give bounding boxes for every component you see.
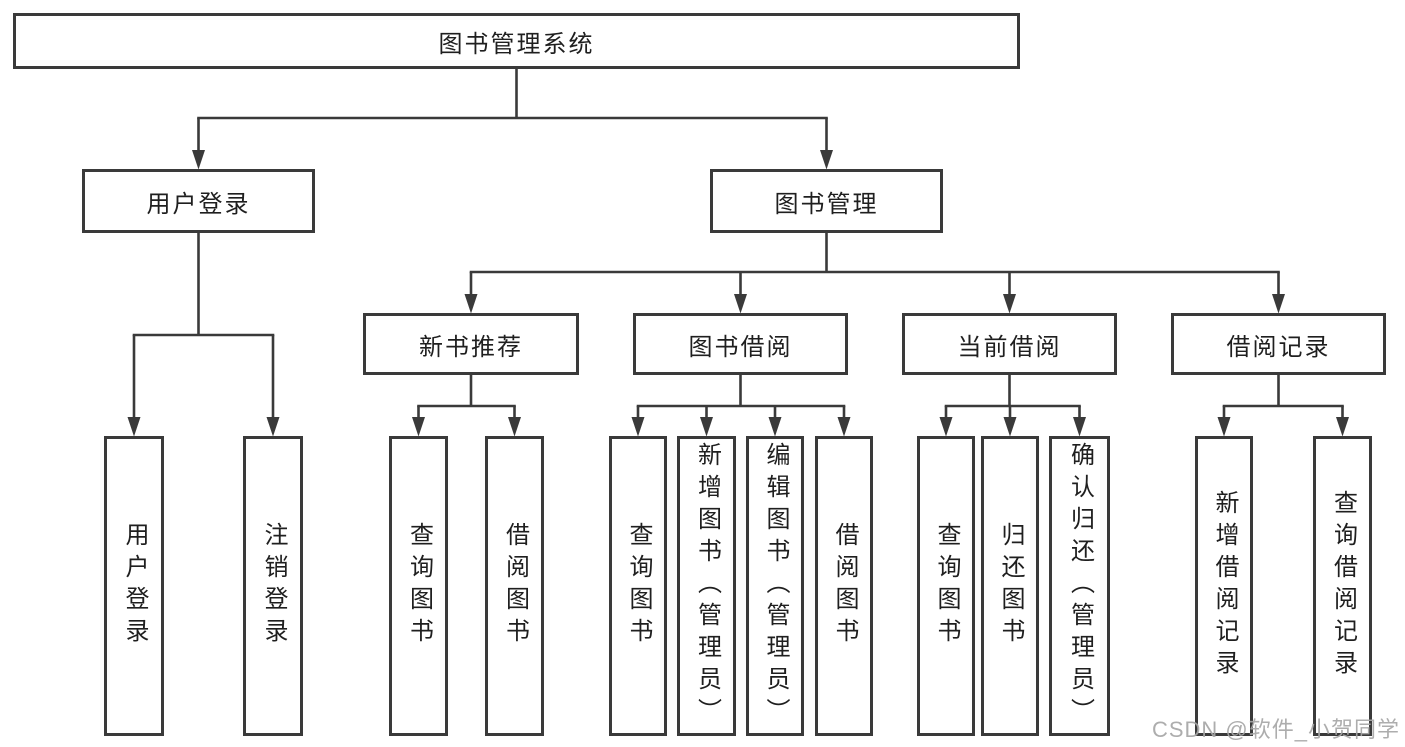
leaf-recommend-borrow-books: 借阅图书 bbox=[485, 436, 544, 736]
leaf-label: 新增图书（管理员） bbox=[693, 442, 721, 730]
node-current-borrow: 当前借阅 bbox=[902, 313, 1117, 375]
node-user-login: 用户登录 bbox=[82, 169, 315, 233]
leaf-query-borrow-record: 查询借阅记录 bbox=[1313, 436, 1372, 736]
leaf-confirm-return-admin: 确认归还（管理员） bbox=[1049, 436, 1110, 736]
leaf-label: 编辑图书（管理员） bbox=[762, 442, 789, 730]
leaf-logout: 注销登录 bbox=[243, 436, 303, 736]
leaf-label: 查询图书 bbox=[933, 522, 960, 650]
leaf-borrow-query-books: 查询图书 bbox=[609, 436, 667, 736]
leaf-label: 查询图书 bbox=[625, 522, 652, 650]
leaf-add-book-admin: 新增图书（管理员） bbox=[677, 436, 736, 736]
leaf-return-book: 归还图书 bbox=[981, 436, 1039, 736]
leaf-label: 查询借阅记录 bbox=[1329, 490, 1357, 682]
leaf-label: 注销登录 bbox=[260, 522, 287, 650]
leaf-add-borrow-record: 新增借阅记录 bbox=[1195, 436, 1253, 736]
leaf-label: 借阅图书 bbox=[501, 522, 529, 650]
leaf-edit-book-admin: 编辑图书（管理员） bbox=[746, 436, 804, 736]
leaf-label: 归还图书 bbox=[997, 522, 1024, 650]
leaf-borrow-borrow-books: 借阅图书 bbox=[815, 436, 873, 736]
node-borrow-record: 借阅记录 bbox=[1171, 313, 1386, 375]
node-book-management: 图书管理 bbox=[710, 169, 943, 233]
leaf-label: 借阅图书 bbox=[831, 522, 858, 650]
node-new-book-recommend: 新书推荐 bbox=[363, 313, 579, 375]
leaf-current-query-books: 查询图书 bbox=[917, 436, 975, 736]
leaf-label: 新增借阅记录 bbox=[1211, 490, 1238, 682]
leaf-label: 确认归还（管理员） bbox=[1066, 442, 1094, 730]
leaf-label: 用户登录 bbox=[121, 522, 148, 650]
csdn-watermark: CSDN @软件_小贺同学 bbox=[1151, 717, 1400, 742]
node-book-borrow: 图书借阅 bbox=[633, 313, 848, 375]
node-library-management-system: 图书管理系统 bbox=[13, 13, 1020, 69]
leaf-recommend-query-books: 查询图书 bbox=[389, 436, 448, 736]
leaf-user-login: 用户登录 bbox=[104, 436, 164, 736]
leaf-label: 查询图书 bbox=[405, 522, 433, 650]
